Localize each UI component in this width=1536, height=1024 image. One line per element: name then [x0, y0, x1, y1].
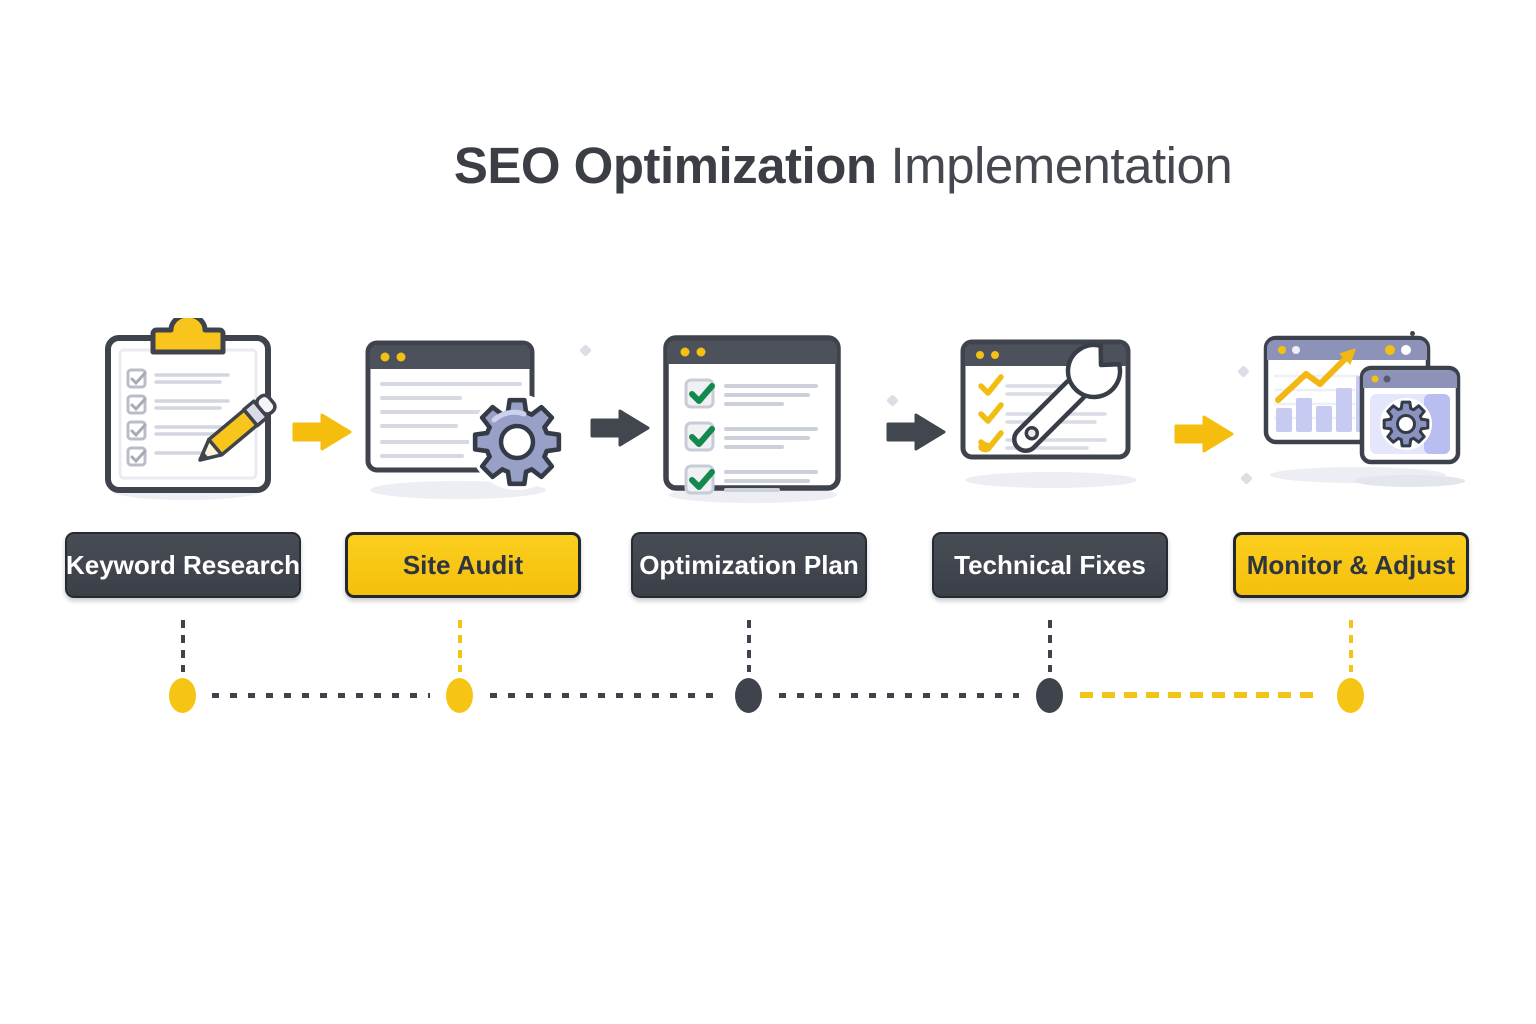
timeline-connector [1048, 620, 1052, 672]
browser-gear-icon [365, 340, 565, 499]
timeline-dot [446, 678, 473, 713]
timeline-dot [169, 678, 196, 713]
timeline-connector [1349, 620, 1353, 672]
timeline-segment [779, 693, 1019, 698]
step-label-keyword-research: Keyword Research [65, 532, 301, 598]
step-label-monitor-adjust: Monitor & Adjust [1233, 532, 1469, 598]
sparkle-icon [886, 394, 899, 407]
arrow-right-icon [292, 411, 354, 453]
page-title-light: Implementation [890, 137, 1233, 194]
timeline-segment [490, 693, 718, 698]
step-label-optimization-plan: Optimization Plan [631, 532, 867, 598]
sparkle-icon [1237, 365, 1250, 378]
arrow-right-icon [590, 407, 652, 449]
timeline-segment [212, 693, 430, 698]
timeline-dot [1337, 678, 1364, 713]
checklist-window-icon [663, 335, 841, 503]
sparkle-icon [1240, 472, 1253, 485]
page-title-bold: SEO Optimization [453, 137, 877, 194]
timeline-dot [1036, 678, 1063, 713]
timeline-segment [1080, 692, 1322, 698]
timeline-connector [181, 620, 185, 672]
arrow-right-icon [886, 411, 948, 453]
window-wrench-icon [960, 339, 1137, 488]
timeline-dot [735, 678, 762, 713]
timeline-connector [747, 620, 751, 672]
speck-icon [1410, 331, 1415, 336]
analytics-windows-gear-icon [1263, 335, 1465, 487]
timeline-connector [458, 620, 462, 672]
step-label-site-audit: Site Audit [345, 532, 581, 598]
arrow-right-icon [1174, 413, 1236, 455]
sparkle-icon [579, 344, 592, 357]
step-label-technical-fixes: Technical Fixes [932, 532, 1168, 598]
clipboard-checklist-pencil-icon [105, 318, 277, 500]
